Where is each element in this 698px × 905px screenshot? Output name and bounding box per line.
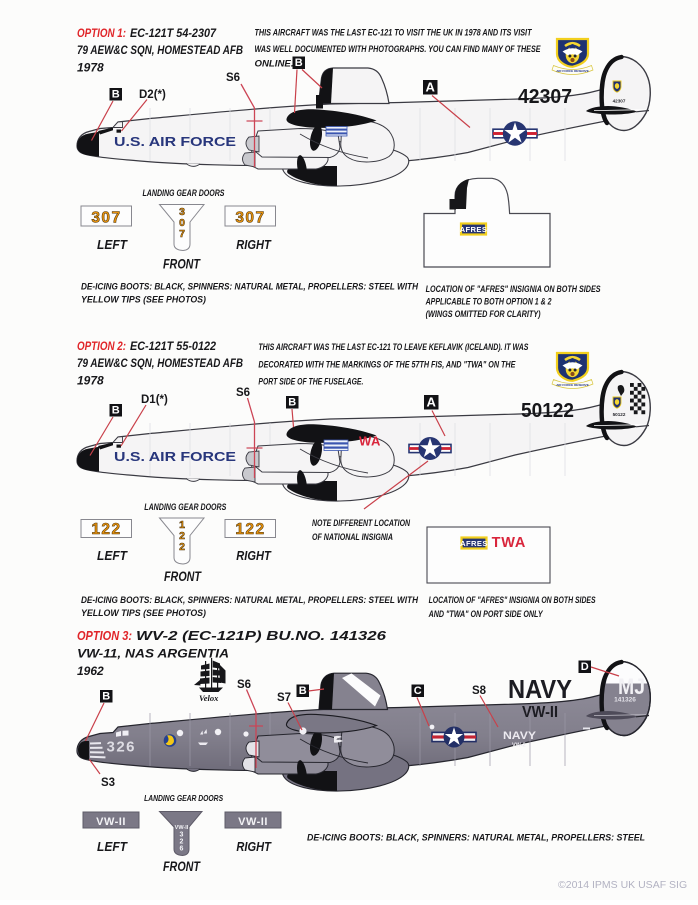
svg-text:DE-ICING BOOTS: BLACK, SPINNER: DE-ICING BOOTS: BLACK, SPINNERS: NATURAL… xyxy=(307,833,645,843)
svg-text:THIS AIRCRAFT WAS THE LAST EC-: THIS AIRCRAFT WAS THE LAST EC-121 TO VIS… xyxy=(255,28,533,38)
svg-text:APPLICABLE TO BOTH OPTION 1 &: APPLICABLE TO BOTH OPTION 1 & 2 xyxy=(425,297,552,307)
svg-text:MJ: MJ xyxy=(618,674,645,699)
svg-text:RIGHT: RIGHT xyxy=(236,839,271,854)
svg-text:141326: 141326 xyxy=(614,697,636,704)
svg-text:307: 307 xyxy=(91,210,121,227)
svg-text:S6: S6 xyxy=(236,387,250,399)
svg-text:LOCATION OF "AFRES" INSIGNIA O: LOCATION OF "AFRES" INSIGNIA ON BOTH SID… xyxy=(426,284,602,294)
svg-text:PORT SIDE OF THE FUSELAGE.: PORT SIDE OF THE FUSELAGE. xyxy=(258,377,363,387)
svg-text:D: D xyxy=(581,661,589,673)
svg-text:OF NATIONAL INSIGNIA: OF NATIONAL INSIGNIA xyxy=(312,532,393,542)
svg-text:79 AEW&C SQN, HOMESTEAD AFB: 79 AEW&C SQN, HOMESTEAD AFB xyxy=(77,43,243,57)
svg-text:NAVY: NAVY xyxy=(503,730,537,742)
svg-text:307: 307 xyxy=(235,210,265,227)
svg-text:B: B xyxy=(112,89,120,101)
svg-text:1978: 1978 xyxy=(77,374,104,388)
svg-text:RIGHT: RIGHT xyxy=(236,548,271,563)
svg-text:OPTION 3:: OPTION 3: xyxy=(77,628,132,643)
svg-text:VW-II: VW-II xyxy=(238,816,268,828)
svg-text:2: 2 xyxy=(179,530,185,542)
svg-text:U.S. AIR FORCE: U.S. AIR FORCE xyxy=(114,449,236,464)
svg-text:79 AEW&C SQN, HOMESTEAD AFB: 79 AEW&C SQN, HOMESTEAD AFB xyxy=(77,356,243,370)
svg-text:3: 3 xyxy=(180,832,184,839)
svg-text:OPTION 2:: OPTION 2: xyxy=(77,339,126,353)
svg-text:VW-2: VW-2 xyxy=(512,743,526,749)
svg-text:AND "TWA" ON PORT SIDE ONLY: AND "TWA" ON PORT SIDE ONLY xyxy=(428,609,543,619)
svg-text:THIS AIRCRAFT WAS THE LAST EC-: THIS AIRCRAFT WAS THE LAST EC-121 TO LEA… xyxy=(258,342,529,352)
svg-text:EC-121T 54-2307: EC-121T 54-2307 xyxy=(130,26,217,40)
svg-text:WV-2 (EC-121P) BU.NO. 141326: WV-2 (EC-121P) BU.NO. 141326 xyxy=(136,628,387,643)
svg-text:U.S. AIR FORCE: U.S. AIR FORCE xyxy=(114,134,236,149)
svg-text:6: 6 xyxy=(180,846,184,853)
svg-text:VW-II: VW-II xyxy=(96,816,126,828)
svg-text:B: B xyxy=(112,405,120,417)
svg-text:D1(*): D1(*) xyxy=(141,394,168,406)
svg-text:122: 122 xyxy=(91,521,121,538)
svg-text:LEFT: LEFT xyxy=(97,548,128,563)
svg-text:50122: 50122 xyxy=(613,412,626,417)
svg-text:A: A xyxy=(427,395,437,410)
svg-text:0: 0 xyxy=(179,217,185,229)
svg-text:B: B xyxy=(299,685,307,697)
svg-text:42307: 42307 xyxy=(613,99,626,104)
svg-text:DE-ICING BOOTS: BLACK, SPINNER: DE-ICING BOOTS: BLACK, SPINNERS: NATURAL… xyxy=(81,595,418,605)
svg-text:AFRES: AFRES xyxy=(460,539,488,548)
svg-text:A: A xyxy=(426,80,436,95)
svg-text:D2(*): D2(*) xyxy=(139,89,166,101)
svg-text:1962: 1962 xyxy=(77,664,104,678)
svg-text:S6: S6 xyxy=(226,72,240,84)
svg-text:LOCATION OF "AFRES" INSIGNIA O: LOCATION OF "AFRES" INSIGNIA ON BOTH SID… xyxy=(429,595,597,605)
svg-text:ONLINE.: ONLINE. xyxy=(255,59,294,69)
svg-text:YELLOW TIPS (SEE PHOTOS): YELLOW TIPS (SEE PHOTOS) xyxy=(81,295,206,305)
svg-text:50122: 50122 xyxy=(521,400,574,422)
svg-text:LANDING GEAR DOORS: LANDING GEAR DOORS xyxy=(144,502,227,512)
svg-text:LEFT: LEFT xyxy=(97,839,128,854)
svg-text:S8: S8 xyxy=(472,685,487,697)
svg-text:TWA: TWA xyxy=(492,535,527,551)
svg-text:FRONT: FRONT xyxy=(164,569,202,584)
svg-text:AFRES: AFRES xyxy=(460,225,488,234)
svg-text:1978: 1978 xyxy=(77,61,104,75)
svg-text:C: C xyxy=(414,685,422,697)
svg-text:326: 326 xyxy=(107,739,137,756)
svg-text:RIGHT: RIGHT xyxy=(236,237,271,252)
svg-text:WA: WA xyxy=(359,434,381,449)
svg-text:EC-121T 55-0122: EC-121T 55-0122 xyxy=(130,339,216,353)
svg-text:©2014 IPMS UK USAF SIG: ©2014 IPMS UK USAF SIG xyxy=(558,879,687,891)
svg-text:42307: 42307 xyxy=(518,86,572,108)
svg-text:VW-11, NAS ARGENTIA: VW-11, NAS ARGENTIA xyxy=(77,647,229,661)
svg-text:LANDING GEAR DOORS: LANDING GEAR DOORS xyxy=(144,793,223,803)
svg-text:7: 7 xyxy=(179,228,185,240)
svg-text:NAVY: NAVY xyxy=(508,674,572,704)
svg-text:DECORATED WITH THE MARKINGS OF: DECORATED WITH THE MARKINGS OF THE 57TH … xyxy=(258,360,516,370)
svg-text:Velox: Velox xyxy=(199,693,219,703)
svg-text:B: B xyxy=(288,397,296,409)
svg-text:122: 122 xyxy=(235,521,265,538)
svg-text:FRONT: FRONT xyxy=(163,859,201,874)
svg-text:3: 3 xyxy=(179,206,185,218)
svg-text:AIR FORCE RESERVE: AIR FORCE RESERVE xyxy=(556,383,589,387)
svg-text:DE-ICING BOOTS: BLACK, SPINNER: DE-ICING BOOTS: BLACK, SPINNERS: NATURAL… xyxy=(81,282,418,292)
svg-text:B: B xyxy=(102,691,110,703)
svg-text:1: 1 xyxy=(179,519,185,531)
svg-text:S7: S7 xyxy=(277,692,291,704)
svg-text:VW-II: VW-II xyxy=(175,825,189,831)
svg-text:2: 2 xyxy=(179,541,185,553)
svg-text:2: 2 xyxy=(180,839,184,846)
svg-text:WAS WELL DOCUMENTED WITH PHOTO: WAS WELL DOCUMENTED WITH PHOTOGRAPHS. YO… xyxy=(255,44,542,54)
svg-text:LANDING GEAR DOORS: LANDING GEAR DOORS xyxy=(143,188,226,198)
svg-text:S6: S6 xyxy=(237,679,251,691)
svg-text:NOTE DIFFERENT LOCATION: NOTE DIFFERENT LOCATION xyxy=(312,518,410,528)
svg-text:S3: S3 xyxy=(101,777,115,789)
svg-text:B: B xyxy=(295,57,303,69)
svg-text:AIR FORCE RESERVE: AIR FORCE RESERVE xyxy=(556,69,589,73)
svg-text:VW-II: VW-II xyxy=(522,704,558,721)
svg-text:YELLOW TIPS (SEE PHOTOS): YELLOW TIPS (SEE PHOTOS) xyxy=(81,608,206,618)
svg-text:LEFT: LEFT xyxy=(97,237,128,252)
svg-text:OPTION 1:: OPTION 1: xyxy=(77,26,126,40)
svg-text:FRONT: FRONT xyxy=(163,257,201,272)
svg-text:(WINGS OMITTED FOR CLARITY): (WINGS OMITTED FOR CLARITY) xyxy=(426,309,541,319)
